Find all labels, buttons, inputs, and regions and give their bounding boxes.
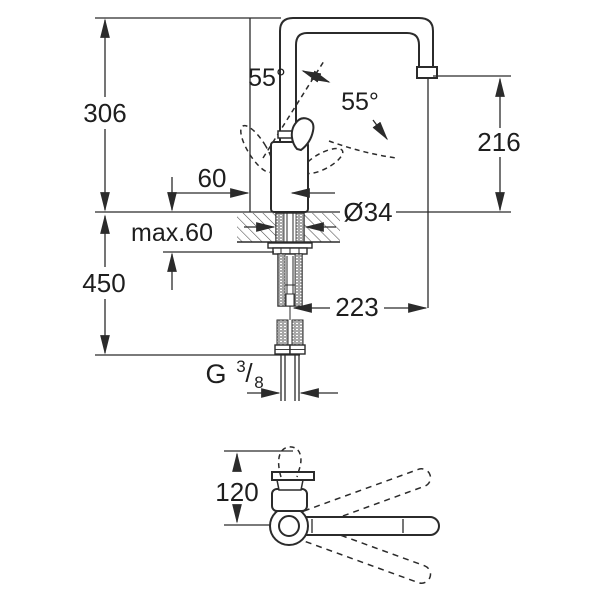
thread-numerator: 3	[236, 357, 245, 376]
thread-letter: G	[205, 359, 226, 389]
lever-tip-edge	[271, 471, 315, 481]
body-top	[269, 446, 315, 546]
dim-hole-diameter: Ø34	[244, 197, 393, 232]
spout	[279, 17, 438, 143]
mounting-shank	[267, 212, 313, 307]
lever-handle	[290, 117, 315, 152]
lever-arm	[297, 516, 440, 536]
dim-216: 216	[477, 77, 521, 212]
supply-pipes	[280, 354, 300, 401]
dim-306-label: 306	[83, 98, 126, 128]
dim-60: 60	[168, 163, 335, 198]
dim-120: 120	[215, 450, 293, 526]
thread-slash: /	[245, 358, 253, 388]
dim-max60: max.60	[131, 177, 213, 290]
dim-thread: G 3 / 8	[205, 357, 338, 398]
threaded-shank	[277, 253, 303, 307]
dim-60-label: 60	[198, 163, 227, 193]
dim-223-label: 223	[335, 292, 378, 322]
body-block	[271, 488, 308, 512]
spout-outlet	[416, 66, 438, 79]
lever-base-top	[276, 479, 304, 491]
dim-306: 306	[83, 18, 127, 212]
dim-120-label: 120	[215, 477, 258, 507]
dim-450-label: 450	[82, 268, 125, 298]
body-circle-inner	[278, 515, 300, 537]
mounting-nut	[267, 242, 313, 255]
top-view: 120	[215, 446, 440, 584]
thread-denominator: 8	[254, 373, 263, 392]
swing-envelope-arc	[328, 140, 397, 159]
lever-up-ghost	[277, 446, 302, 478]
faucet-body	[270, 117, 315, 213]
dim-angle-front: 55°	[341, 88, 388, 141]
angle-back-label: 55°	[248, 64, 286, 92]
dim-max60-label: max.60	[131, 219, 213, 247]
dim-450: 450	[82, 214, 126, 355]
angle-front-label: 55°	[341, 88, 379, 116]
dim-angle-back: 55°	[248, 64, 331, 92]
front-view-dimensions: 306 450 max.60 60 Ø34	[82, 17, 521, 398]
dim-hole-label: Ø34	[343, 197, 392, 227]
dim-216-label: 216	[477, 127, 520, 157]
supply-hoses	[274, 319, 306, 401]
dim-223: 223	[292, 292, 428, 322]
lever-ghost-front	[302, 147, 344, 175]
